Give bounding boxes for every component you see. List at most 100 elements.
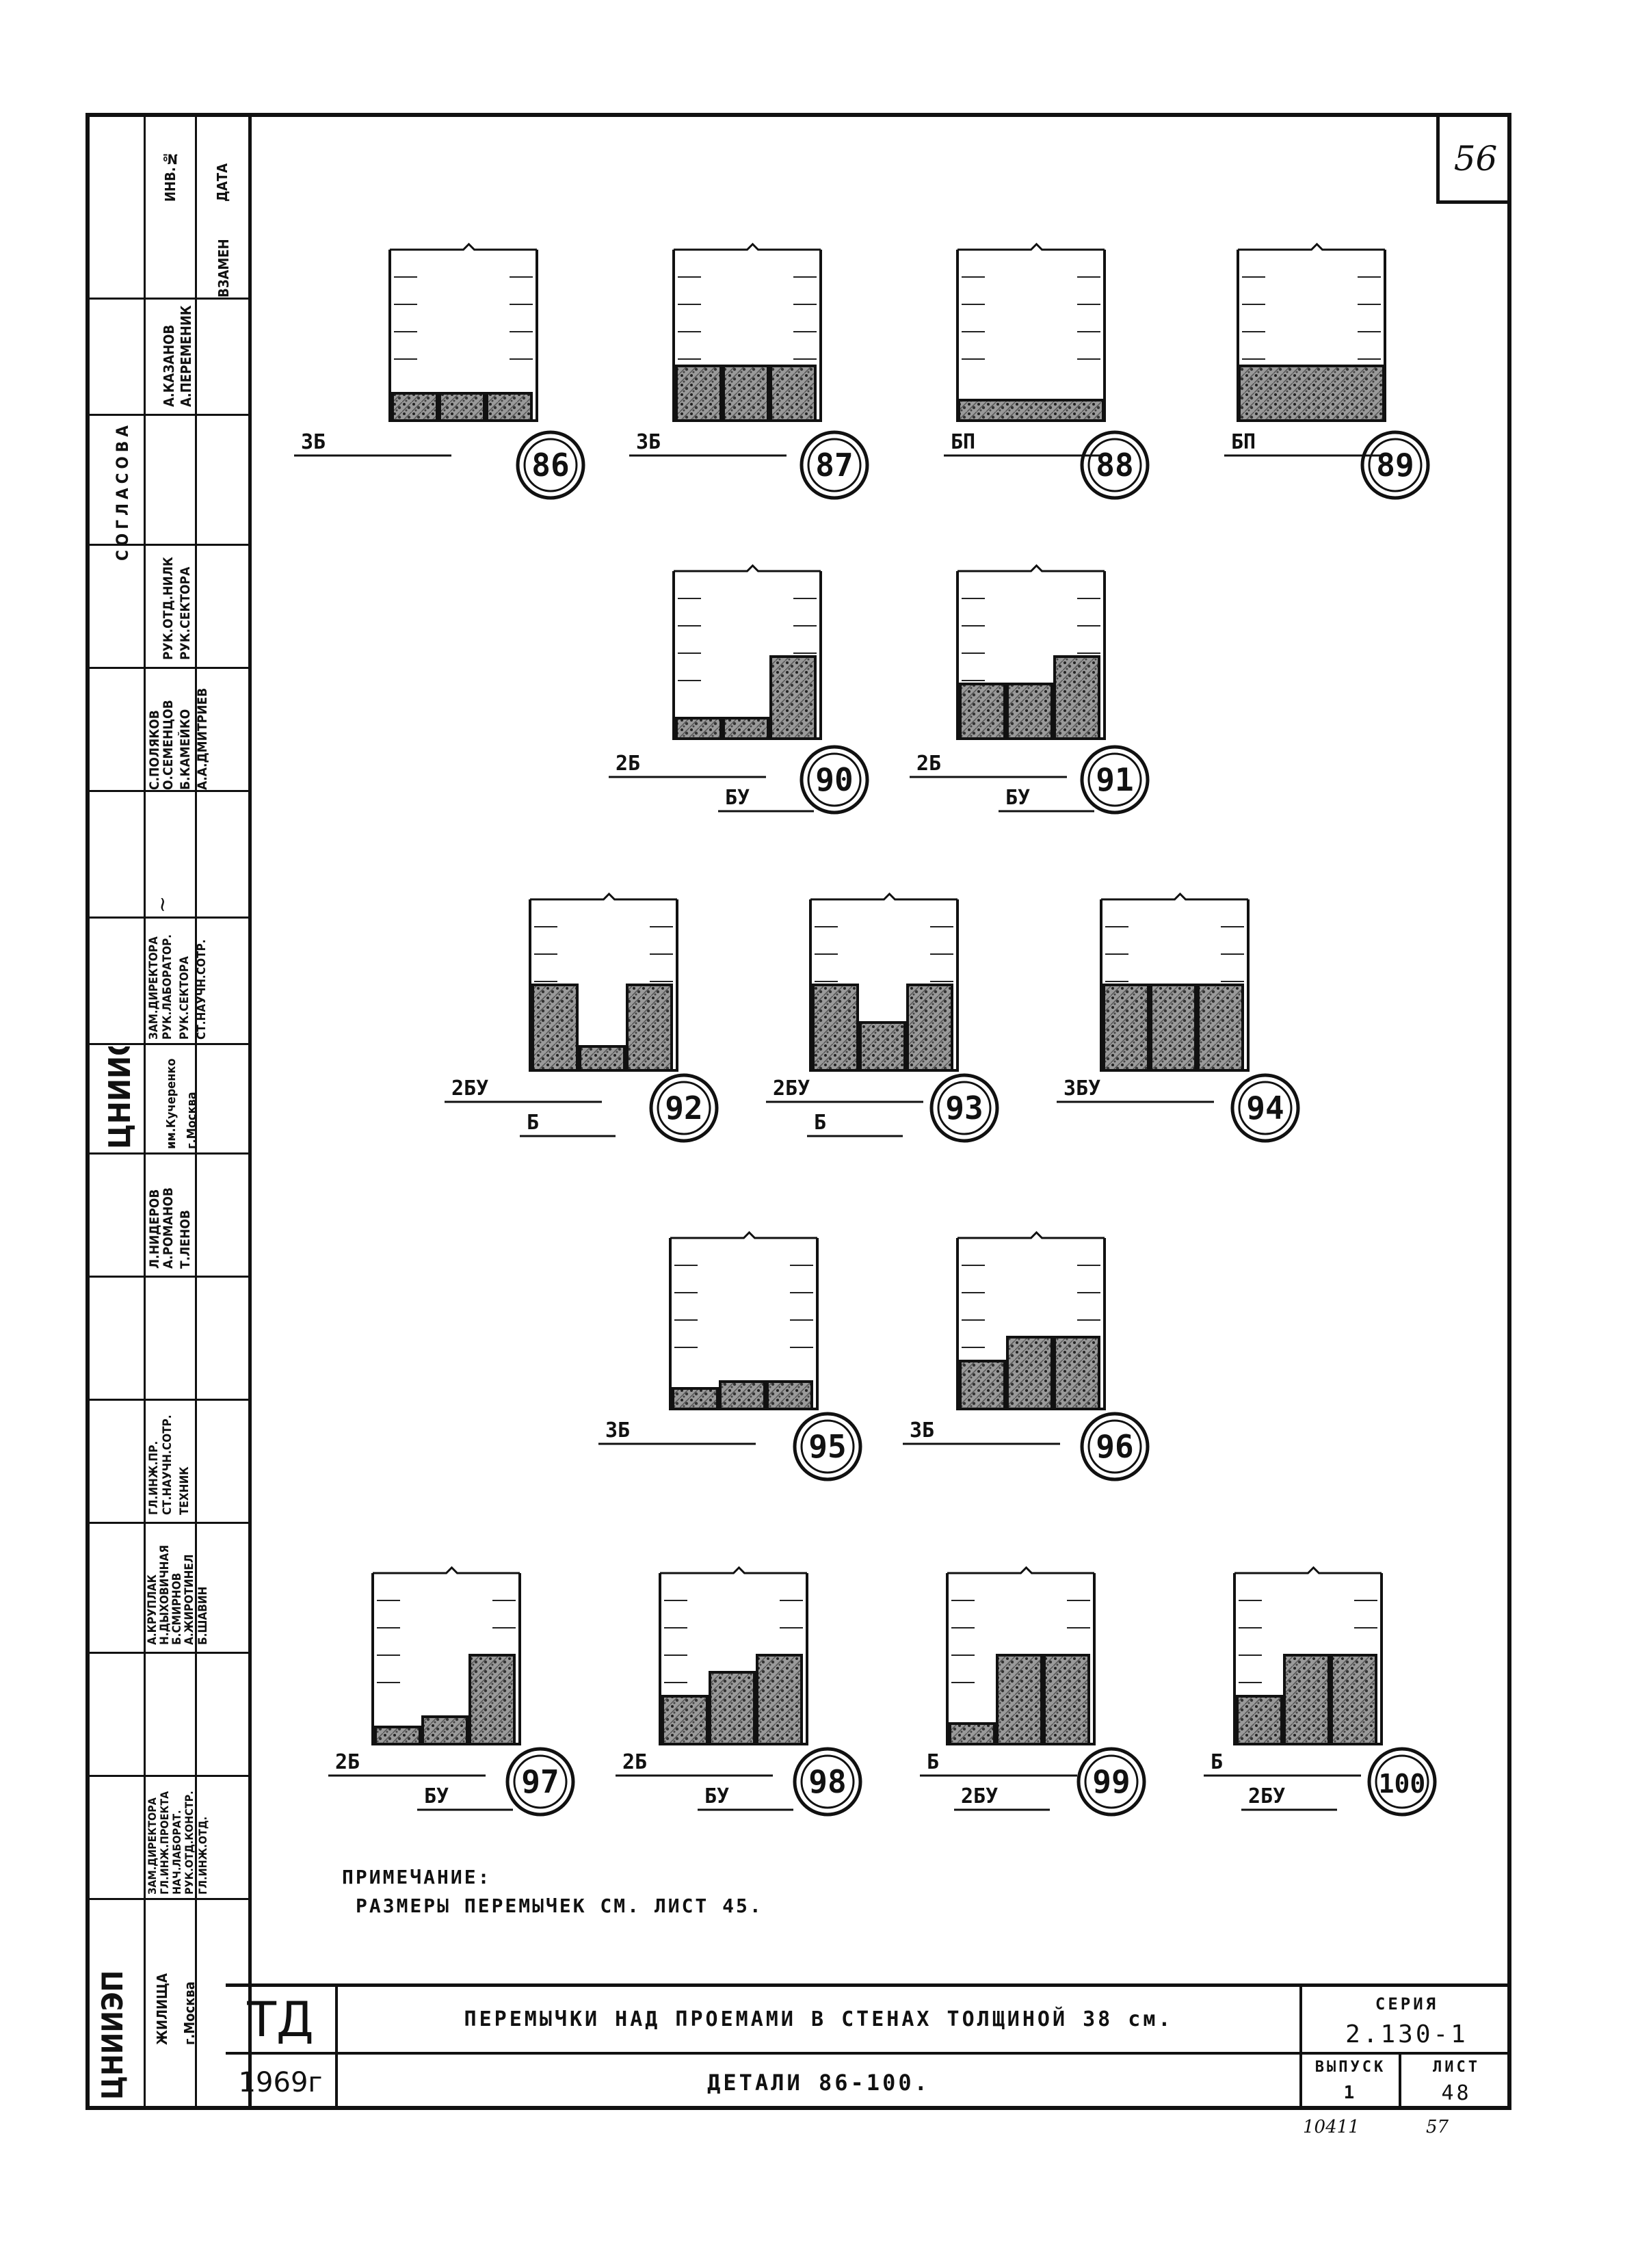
lintel-block bbox=[672, 1387, 719, 1410]
detail-label: 3БУ bbox=[1063, 1077, 1100, 1100]
detail-label: Б bbox=[814, 1111, 826, 1135]
sheet-value: 48 bbox=[1441, 2081, 1472, 2105]
detail-number: 87 bbox=[815, 447, 853, 484]
lintel-block bbox=[1238, 365, 1385, 422]
lintel-block bbox=[421, 1715, 468, 1745]
detail-label: 2БУ bbox=[451, 1077, 488, 1100]
detail-number: 86 bbox=[531, 447, 569, 484]
detail-label: 2Б bbox=[616, 752, 640, 776]
detail-number: 98 bbox=[808, 1763, 846, 1800]
lintel-block bbox=[438, 392, 486, 422]
lintel-block bbox=[1330, 1654, 1377, 1745]
detail-label: 2Б bbox=[916, 752, 941, 776]
detail-96: 3Б 96 bbox=[903, 1230, 1150, 1481]
detail-number: 92 bbox=[665, 1090, 702, 1126]
detail-label: 3Б bbox=[605, 1419, 630, 1442]
detail-number: 97 bbox=[521, 1763, 559, 1800]
detail-label: 2Б bbox=[335, 1750, 360, 1774]
detail-97: 2Б БУ 97 bbox=[328, 1566, 575, 1817]
detail-label: Б bbox=[927, 1750, 939, 1774]
detail-label: 2БУ bbox=[961, 1784, 998, 1808]
lintel-block bbox=[661, 1695, 709, 1745]
lintel-block bbox=[769, 655, 817, 740]
detail-100: Б 2БУ 100 bbox=[1204, 1566, 1437, 1817]
detail-label: Б bbox=[527, 1111, 539, 1135]
sheet-label: ЛИСТ bbox=[1433, 2058, 1480, 2076]
detail-label: 3Б bbox=[301, 430, 326, 454]
sheet-number: 56 bbox=[1436, 116, 1511, 204]
drawing-frame bbox=[85, 113, 1511, 2110]
footer-left-number: 10411 bbox=[1303, 2117, 1360, 2137]
detail-88: БП 88 bbox=[944, 242, 1150, 500]
lintel-block bbox=[626, 984, 673, 1072]
detail-label: Б bbox=[1211, 1750, 1223, 1774]
detail-label: 3Б bbox=[910, 1419, 934, 1442]
lintel-block bbox=[959, 1360, 1006, 1410]
lintel-block bbox=[957, 399, 1105, 422]
detail-number: 89 bbox=[1376, 447, 1414, 484]
detail-number: 96 bbox=[1096, 1428, 1133, 1465]
detail-90: 2Б БУ 90 bbox=[609, 564, 869, 815]
lintel-block bbox=[1053, 655, 1100, 740]
lintel-block bbox=[1006, 683, 1053, 740]
lintel-block bbox=[949, 1722, 996, 1745]
title-code: ТД bbox=[247, 1991, 314, 2048]
lintel-block bbox=[391, 392, 438, 422]
detail-94: 3БУ 94 bbox=[1057, 892, 1300, 1143]
detail-number: 100 bbox=[1379, 1769, 1426, 1799]
lintel-block bbox=[486, 392, 533, 422]
lintel-block bbox=[675, 365, 722, 422]
detail-label: 2БУ bbox=[1248, 1784, 1285, 1808]
drawing-subtitle: ДЕТАЛИ 86-100. bbox=[707, 2069, 930, 2096]
lintel-block bbox=[1283, 1654, 1330, 1745]
lintel-block bbox=[374, 1726, 421, 1745]
detail-label: БУ bbox=[704, 1784, 729, 1808]
lintel-block bbox=[1053, 1336, 1100, 1410]
lintel-block bbox=[1102, 984, 1150, 1072]
lintel-block bbox=[769, 365, 817, 422]
title-year: 1969г bbox=[238, 2066, 323, 2098]
detail-label: 2БУ bbox=[773, 1077, 810, 1100]
detail-label: 3Б bbox=[636, 430, 661, 454]
lintel-block bbox=[579, 1045, 626, 1072]
detail-label: БУ bbox=[424, 1784, 449, 1808]
lintel-block bbox=[1197, 984, 1244, 1072]
detail-87: 3Б 87 bbox=[629, 242, 869, 500]
issue-label: ВЫПУСК bbox=[1314, 2058, 1386, 2076]
lintel-block bbox=[766, 1380, 813, 1410]
lintel-block bbox=[468, 1654, 516, 1745]
lintel-block bbox=[675, 717, 722, 740]
detail-label: 2Б bbox=[622, 1750, 647, 1774]
detail-95: 3Б 95 bbox=[598, 1230, 862, 1481]
detail-number: 95 bbox=[808, 1428, 846, 1465]
detail-number: 93 bbox=[945, 1090, 983, 1126]
lintel-block bbox=[812, 984, 859, 1072]
lintel-block bbox=[722, 717, 769, 740]
drawing-title: ПЕРЕМЫЧКИ НАД ПРОЕМАМИ В СТЕНАХ ТОЛЩИНОЙ… bbox=[464, 2007, 1174, 2031]
lintel-block bbox=[709, 1671, 756, 1745]
detail-label: БП bbox=[951, 430, 975, 454]
issue-value: 1 bbox=[1343, 2083, 1358, 2103]
detail-86: 3Б 86 bbox=[294, 242, 585, 500]
lintel-block bbox=[719, 1380, 766, 1410]
detail-number: 94 bbox=[1246, 1090, 1284, 1126]
detail-number: 91 bbox=[1096, 761, 1133, 798]
detail-99: Б 2БУ 99 bbox=[920, 1566, 1146, 1817]
note-text: РАЗМЕРЫ ПЕРЕМЫЧЕК СМ. ЛИСТ 45. bbox=[356, 1895, 763, 1917]
detail-label: БУ bbox=[725, 786, 750, 810]
detail-number: 88 bbox=[1096, 447, 1133, 484]
detail-number: 99 bbox=[1092, 1763, 1130, 1800]
title-block: ТД 1969г ПЕРЕМЫЧКИ НАД ПРОЕМАМИ В СТЕНАХ… bbox=[226, 1983, 1511, 2110]
lintel-block bbox=[959, 683, 1006, 740]
lintel-block bbox=[996, 1654, 1043, 1745]
lintel-block bbox=[1043, 1654, 1090, 1745]
lintel-block bbox=[1006, 1336, 1053, 1410]
lintel-block bbox=[531, 984, 579, 1072]
series-value: 2.130-1 bbox=[1345, 2020, 1468, 2048]
note-heading: ПРИМЕЧАНИЕ: bbox=[342, 1866, 492, 1888]
detail-number: 90 bbox=[815, 761, 853, 798]
